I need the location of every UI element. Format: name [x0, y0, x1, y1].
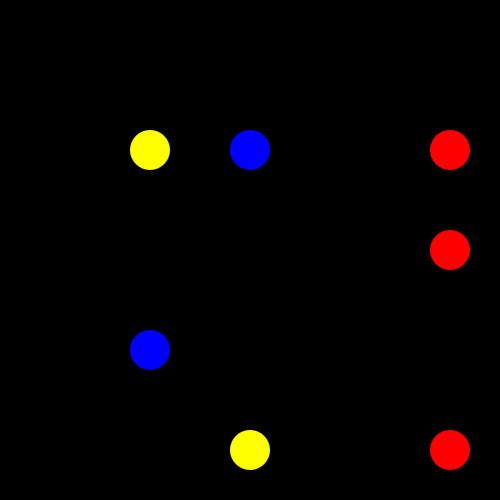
board-cell-r2-c1[interactable] [100, 200, 200, 300]
board-cell-r4-c2[interactable] [200, 400, 300, 500]
yellow-dot[interactable] [230, 430, 270, 470]
red-dot[interactable] [430, 130, 470, 170]
board-cell-r2-c2[interactable] [200, 200, 300, 300]
board-cell-r4-c1[interactable] [100, 400, 200, 500]
board-cell-r0-c3[interactable] [300, 0, 400, 100]
yellow-dot[interactable] [130, 130, 170, 170]
board-cell-r3-c1[interactable] [100, 300, 200, 400]
board-cell-r3-c0[interactable] [0, 300, 100, 400]
blue-dot[interactable] [230, 130, 270, 170]
board-cell-r1-c4[interactable] [400, 100, 500, 200]
board-cell-r1-c3[interactable] [300, 100, 400, 200]
board-cell-r0-c1[interactable] [100, 0, 200, 100]
board-cell-r4-c4[interactable] [400, 400, 500, 500]
board-cell-r2-c4[interactable] [400, 200, 500, 300]
blue-dot[interactable] [130, 330, 170, 370]
board-cell-r0-c0[interactable] [0, 0, 100, 100]
board-cell-r2-c0[interactable] [0, 200, 100, 300]
board-cell-r0-c4[interactable] [400, 0, 500, 100]
red-dot[interactable] [430, 230, 470, 270]
board-cell-r2-c3[interactable] [300, 200, 400, 300]
board-cell-r4-c3[interactable] [300, 400, 400, 500]
board-cell-r1-c2[interactable] [200, 100, 300, 200]
board-cell-r3-c3[interactable] [300, 300, 400, 400]
board-cell-r1-c1[interactable] [100, 100, 200, 200]
board-cell-r1-c0[interactable] [0, 100, 100, 200]
board-cell-r3-c2[interactable] [200, 300, 300, 400]
board-cell-r3-c4[interactable] [400, 300, 500, 400]
board-cell-r0-c2[interactable] [200, 0, 300, 100]
red-dot[interactable] [430, 430, 470, 470]
board-cell-r4-c0[interactable] [0, 400, 100, 500]
